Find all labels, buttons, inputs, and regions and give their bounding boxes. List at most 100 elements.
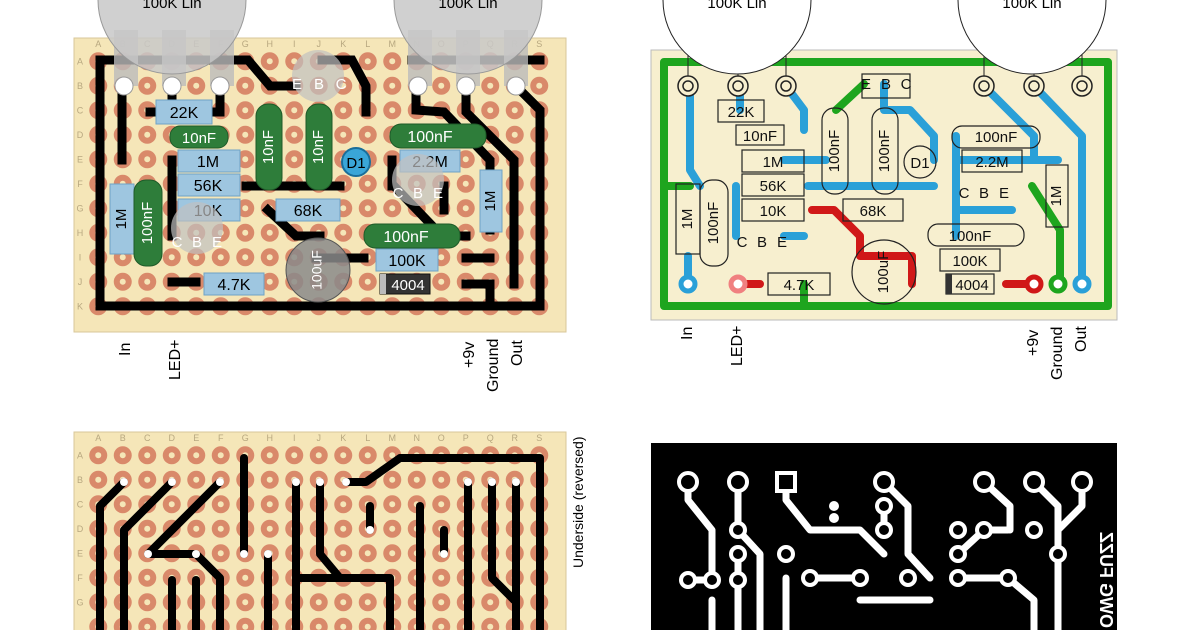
pcb-pot-left-label: 100K Lin bbox=[707, 0, 766, 12]
cap-c5-label: 100nF bbox=[383, 229, 429, 246]
under-row-label-c: C bbox=[77, 500, 84, 510]
resistor-r9: 4.7K bbox=[203, 272, 265, 296]
pcb-q2-e: E bbox=[861, 76, 871, 93]
q1-b-label: B bbox=[192, 234, 202, 251]
pcb-label-in: In bbox=[679, 327, 696, 340]
trace-ground bbox=[660, 58, 1112, 310]
resistor-r10: 1M bbox=[109, 183, 135, 255]
pcb-c5-label: 100nF bbox=[949, 228, 992, 245]
under-col-label-l: L bbox=[365, 433, 370, 443]
cap-c6: 100uF bbox=[285, 237, 351, 303]
under-row-label-g: G bbox=[76, 598, 83, 608]
resistor-r2: 1M bbox=[177, 149, 241, 173]
pcb-layout: 22K 10nF 1M 56K 10K 68K 2.2M 1M 100K 4.7… bbox=[650, 0, 1118, 380]
pcb-r1 bbox=[717, 99, 765, 123]
under-col-label-i: I bbox=[293, 433, 296, 443]
under-row-label-b: B bbox=[77, 475, 83, 485]
pcb-components bbox=[675, 73, 1069, 305]
under-col-label-k: K bbox=[340, 433, 346, 443]
pcb-q1-b: B bbox=[757, 234, 767, 251]
pcb-r2 bbox=[741, 149, 805, 173]
under-col-label-f: F bbox=[218, 433, 224, 443]
under-col-label-a: A bbox=[95, 433, 101, 443]
row-label-b: B bbox=[77, 81, 83, 91]
resistor-r8-label: 100K bbox=[388, 253, 426, 270]
pcb-r4-label: 10K bbox=[760, 203, 787, 220]
resistor-r9-label: 4.7K bbox=[218, 277, 251, 294]
pcb-r7 bbox=[1045, 164, 1069, 228]
pcb-r8-label: 100K bbox=[952, 253, 987, 270]
row-label-j: J bbox=[78, 277, 83, 287]
col-label-k: K bbox=[340, 39, 346, 49]
underside-links bbox=[96, 454, 544, 630]
q2-e-label: E bbox=[292, 76, 302, 93]
under-col-label-c: C bbox=[144, 433, 151, 443]
pcb-pot-right-label: 100K Lin bbox=[1002, 0, 1061, 12]
transistor-q2: E B C bbox=[292, 50, 347, 102]
under-row-label-f: F bbox=[77, 573, 83, 583]
pcb-c1-label: 10nF bbox=[743, 128, 777, 145]
pcb-c7-label: 100nF bbox=[705, 202, 722, 245]
pcb-d2-label: 4004 bbox=[955, 277, 988, 294]
row-label-a: A bbox=[77, 57, 83, 67]
col-label-l: L bbox=[365, 39, 370, 49]
pcb-c3 bbox=[871, 107, 899, 195]
cap-c4-label: 100nF bbox=[407, 129, 453, 146]
pcb-q3-b: B bbox=[979, 185, 989, 202]
cap-c3: 10nF bbox=[305, 103, 333, 191]
under-col-label-p: P bbox=[463, 433, 469, 443]
resistor-r2-label: 1M bbox=[197, 154, 219, 171]
pcb-offboard-pads bbox=[678, 274, 1092, 294]
cap-c3-label: 10nF bbox=[310, 130, 327, 164]
pcb-r6 bbox=[961, 149, 1023, 173]
label-led: LED+ bbox=[167, 340, 184, 380]
under-col-label-r: R bbox=[512, 433, 519, 443]
pcb-etch: OWG FUZZ bbox=[651, 443, 1117, 630]
q3-e-label: E bbox=[433, 185, 443, 202]
pcb-r5-label: 68K bbox=[860, 203, 887, 220]
pcb-r3-label: 56K bbox=[760, 178, 787, 195]
underside-holes bbox=[120, 478, 520, 558]
col-label-a: A bbox=[95, 39, 101, 49]
row-label-g: G bbox=[76, 204, 83, 214]
pcb-q1-c: C bbox=[737, 234, 748, 251]
pcb-r7-label: 1M bbox=[1048, 186, 1065, 207]
row-label-e: E bbox=[77, 155, 83, 165]
resistor-r7: 1M bbox=[479, 169, 503, 233]
cap-c2: 10nF bbox=[255, 103, 283, 191]
underside-label: Underside (reversed) bbox=[570, 437, 586, 569]
pcb-r9 bbox=[767, 272, 831, 296]
transistor-q1: C B E bbox=[171, 202, 223, 254]
diode-d2: 4004 bbox=[379, 273, 431, 295]
under-col-label-m: M bbox=[389, 433, 397, 443]
pcb-q3-c: C bbox=[959, 185, 970, 202]
pcb-pot-left: 100K Lin bbox=[662, 0, 812, 76]
under-col-label-d: D bbox=[169, 433, 176, 443]
pcb-c2-label: 100nF bbox=[826, 130, 843, 173]
under-col-label-s: S bbox=[536, 433, 542, 443]
pcb-q2-b: B bbox=[881, 76, 891, 93]
q3-b-label: B bbox=[413, 185, 423, 202]
pcb-c4 bbox=[951, 125, 1041, 149]
pcb-d1-label: D1 bbox=[910, 155, 929, 172]
resistor-r1-label: 22K bbox=[170, 105, 199, 122]
pcb-q3-e: E bbox=[999, 185, 1009, 202]
row-label-f: F bbox=[77, 179, 83, 189]
cap-c6-label: 100uF bbox=[309, 250, 325, 290]
q3-c-label: C bbox=[393, 185, 404, 202]
col-label-m: M bbox=[389, 39, 397, 49]
under-col-label-q: Q bbox=[487, 433, 494, 443]
pcb-q2-outline bbox=[861, 73, 911, 99]
row-label-i: I bbox=[79, 253, 82, 263]
under-row-label-e: E bbox=[77, 549, 83, 559]
diode-d1: D1 bbox=[341, 147, 371, 177]
resistor-r8: 100K bbox=[375, 248, 439, 272]
cap-c7-label: 100nF bbox=[139, 202, 156, 245]
cap-c5: 100nF bbox=[363, 223, 461, 249]
etch-pads bbox=[677, 471, 1093, 589]
